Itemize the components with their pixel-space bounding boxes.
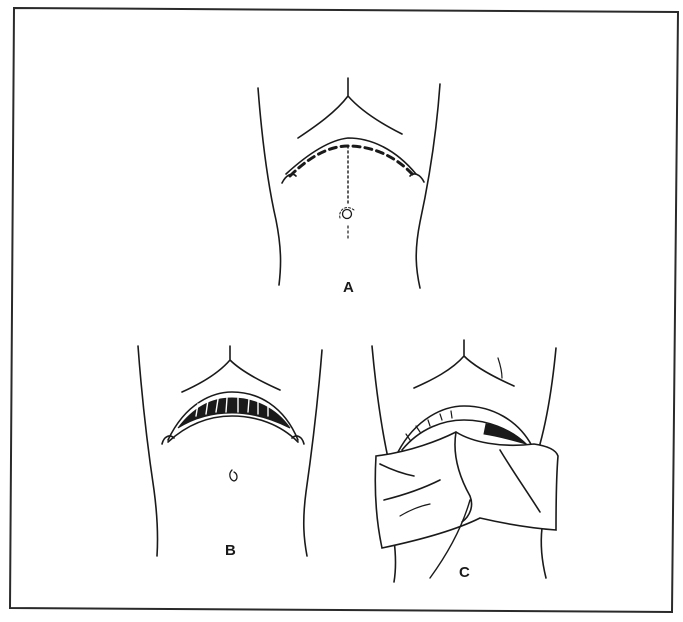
torso-left-outline: [258, 88, 281, 285]
dark-wound-edge: [484, 424, 526, 444]
panel-b-label: B: [225, 542, 236, 559]
torso-left-outline: [372, 346, 388, 458]
panel-a-illustration: [258, 78, 440, 288]
panel-a-label: A: [343, 279, 354, 296]
costal-margin: [286, 138, 416, 174]
torso-left-outline: [138, 346, 158, 556]
panel-c-illustration: [372, 340, 558, 582]
xiphoid: [298, 78, 402, 138]
torso-right-outline: [304, 350, 322, 556]
umbilicus: [230, 470, 237, 481]
torso-right-outline: [540, 348, 556, 444]
figure-border: [10, 8, 678, 612]
panel-c-label: C: [459, 564, 470, 581]
panel-b-illustration: [138, 346, 322, 556]
torso-right-outline: [416, 84, 440, 288]
xiphoid: [414, 340, 514, 388]
incision-line: [290, 146, 414, 176]
xiphoid: [182, 346, 280, 392]
umbilicus: [343, 210, 352, 219]
